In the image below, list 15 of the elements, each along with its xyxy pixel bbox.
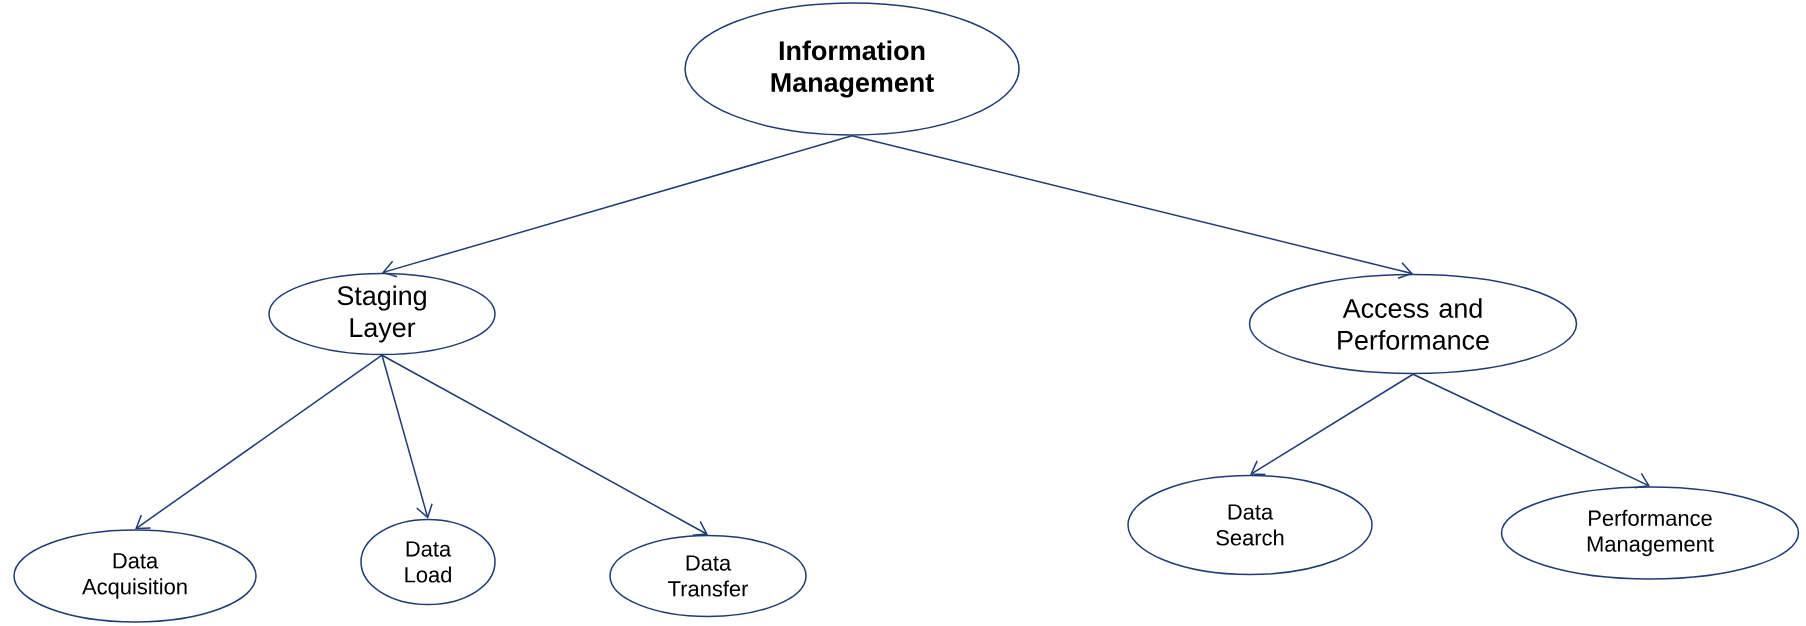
arrow: [135, 354, 383, 530]
arrow: [851, 135, 1413, 280]
ellipse-node: Information Management: [684, 2, 1020, 136]
arrow: [1250, 373, 1414, 476]
ellipse-node: Staging Layer: [268, 272, 496, 356]
ellipse-node: Data Acquisition: [13, 529, 257, 623]
ellipse-node: Data Load: [360, 518, 496, 606]
ellipse-node: Performance Management: [1500, 486, 1800, 580]
arrow: [382, 135, 853, 278]
arrow: [381, 354, 433, 519]
arrow: [381, 354, 708, 537]
arrow: [1412, 373, 1650, 489]
ellipse-node: Data Transfer: [609, 534, 807, 618]
ellipse-node: Data Search: [1127, 474, 1373, 576]
ellipse-node: Access and Performance: [1248, 273, 1578, 375]
